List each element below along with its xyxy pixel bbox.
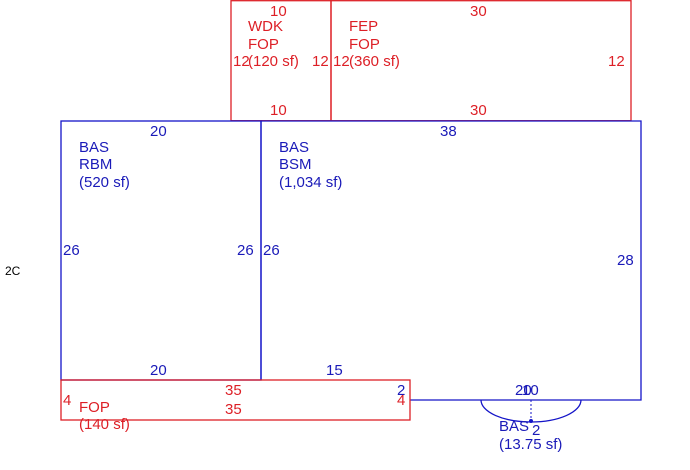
dim-fep-bottom: 30: [470, 102, 487, 119]
area-fep-code: FEP: [349, 18, 378, 35]
dim-bsm-bottom-right-b: 20: [515, 382, 532, 399]
area-bsm-outline: [261, 120, 642, 401]
area-fop: FOP (140 sf) 35 35 4 4: [60, 379, 411, 433]
area-wdk-sub: FOP: [248, 36, 279, 53]
dim-fop-right: 4: [397, 392, 405, 409]
page-label: 2C: [5, 264, 21, 278]
dim-bsm-left: 26: [263, 242, 280, 259]
area-fep-sub: FOP: [349, 36, 380, 53]
area-bsm-code: BAS: [279, 139, 309, 156]
dim-wdk-right: 12: [312, 53, 329, 70]
area-wdk-fop: WDK FOP (120 sf) 10 10 12 12: [230, 0, 332, 122]
area-bay-size: (13.75 sf): [499, 436, 562, 453]
area-bas-bay: BAS 2 (13.75 sf): [480, 399, 582, 453]
dim-bsm-bottom-left: 15: [326, 362, 343, 379]
dim-wdk-bottom: 10: [270, 102, 287, 119]
area-bas-rbm: BAS RBM (520 sf) 20 20 26 26: [60, 120, 262, 381]
dim-bsm-bottom-right-a: 2: [397, 382, 405, 399]
area-rbm-code: BAS: [79, 139, 109, 156]
area-bay-code: BAS: [499, 418, 529, 435]
area-fop-outline: [60, 379, 411, 421]
dim-rbm-left: 26: [63, 242, 80, 259]
area-fop-size: (140 sf): [79, 416, 130, 433]
dim-wdk-top: 10: [270, 3, 287, 20]
dim-rbm-bottom: 20: [150, 362, 167, 379]
area-fep-size: (360 sf): [349, 53, 400, 70]
area-wdk-code: WDK: [248, 18, 283, 35]
dim-fop-top: 35: [225, 382, 242, 399]
dim-fop-bottom: 35: [225, 401, 242, 418]
dim-fep-left: 12: [333, 53, 350, 70]
area-bas-bsm: BAS BSM (1,034 sf) 38 26 28 15 2 20 10: [260, 120, 642, 401]
area-bay-center-dot: [529, 419, 533, 423]
dim-rbm-top: 20: [150, 123, 167, 140]
dim-fep-right: 12: [608, 53, 625, 70]
dim-rbm-right: 26: [237, 242, 254, 259]
dim-bsm-top: 38: [440, 123, 457, 140]
dim-fep-top: 30: [470, 3, 487, 20]
area-bsm-sub: BSM: [279, 156, 312, 173]
area-fop-code: FOP: [79, 399, 110, 416]
area-rbm-sub: RBM: [79, 156, 112, 173]
dim-fop-left: 4: [63, 392, 71, 409]
area-rbm-size: (520 sf): [79, 174, 130, 191]
dim-bay-radius: 2: [532, 422, 540, 439]
dim-bsm-right: 28: [617, 252, 634, 269]
area-wdk-size: (120 sf): [248, 53, 299, 70]
area-bay-arc: [480, 399, 582, 423]
area-fep-fop: FEP FOP (360 sf) 30 30 12 12: [330, 0, 632, 122]
dim-bsm-bottom-right-c: 10: [522, 382, 539, 399]
area-bsm-size: (1,034 sf): [279, 174, 342, 191]
dim-wdk-left: 12: [233, 53, 250, 70]
